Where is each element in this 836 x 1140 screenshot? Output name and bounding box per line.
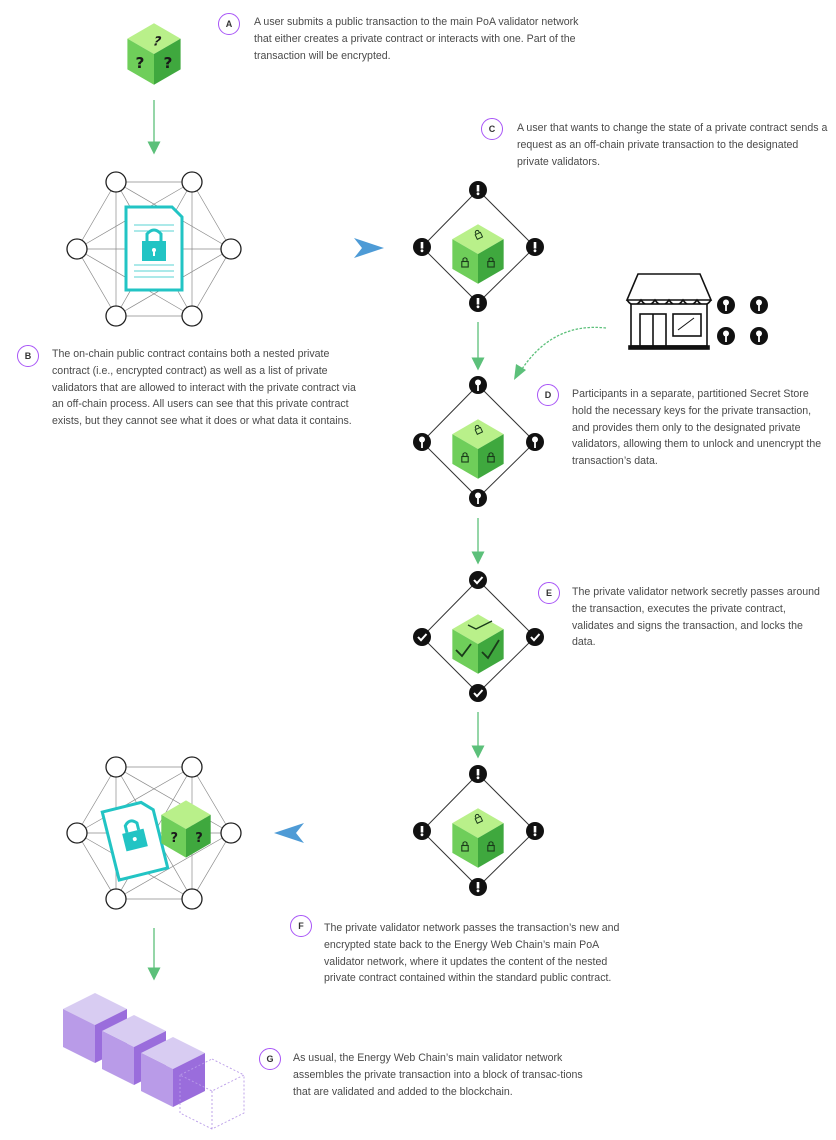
step-badge: B (17, 345, 39, 367)
step-badge: C (481, 118, 503, 140)
step-text: The private validator network secretly p… (572, 586, 820, 649)
secret-store-keys (717, 296, 768, 345)
store-icon (625, 273, 713, 350)
step-badge: G (259, 1048, 281, 1070)
step-badge: A (218, 13, 240, 35)
step-badge: F (290, 915, 312, 937)
arrow-left (274, 823, 384, 843)
step-badge: D (537, 384, 559, 406)
step-text: The private validator network passes the… (324, 922, 620, 985)
step-badge: E (538, 582, 560, 604)
private-validator-network-keys (413, 376, 544, 507)
document-lock-icon: ? ? (100, 800, 211, 882)
step-text: Participants in a separate, partitioned … (572, 388, 822, 468)
step-text: A user that wants to change the state of… (517, 122, 828, 168)
network-nodes (66, 756, 242, 910)
private-validator-network-alert (413, 181, 544, 312)
svg-text:?: ? (171, 831, 179, 846)
svg-text:?: ? (195, 831, 203, 846)
private-validator-network-checks (412, 570, 545, 703)
svg-text:?: ? (136, 54, 145, 72)
step-text: A user submits a public transaction to t… (254, 16, 579, 62)
question-cube-icon: ? ? ? (127, 23, 181, 85)
network-nodes (66, 171, 242, 327)
step-text: The on-chain public contract contains bo… (52, 348, 356, 428)
curved-arrow (514, 326, 607, 380)
svg-text:?: ? (164, 54, 173, 72)
private-validator-network-locked (413, 765, 544, 896)
arrow-right (272, 238, 384, 258)
document-lock-icon (124, 205, 184, 292)
blockchain-blocks-icon (63, 993, 246, 1130)
step-text: As usual, the Energy Web Chain’s main va… (293, 1052, 583, 1098)
